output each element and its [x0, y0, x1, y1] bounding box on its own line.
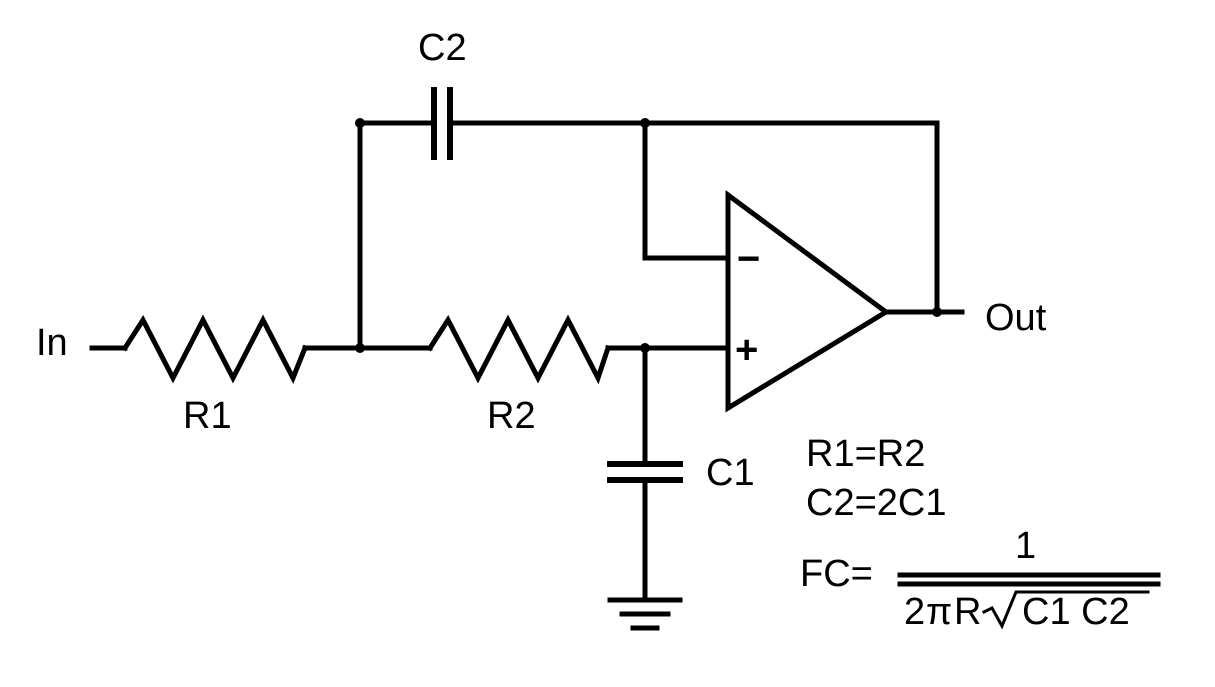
equation-c2-c1: C2=2C1 [806, 482, 946, 524]
label-c1: C1 [706, 452, 755, 494]
sqrt-icon [981, 590, 1150, 630]
opamp-minus-sign: − [737, 237, 760, 281]
fc-pi: π [926, 591, 952, 633]
junction-node [932, 307, 942, 317]
opamp-triangle [725, 190, 891, 413]
fc-label: FC= [800, 553, 873, 595]
junction-node [640, 118, 650, 128]
opamp-plus-sign: + [735, 328, 758, 372]
fc-radicand: C1 C2 [1022, 591, 1130, 633]
junction-node [355, 118, 365, 128]
label-r2: R2 [487, 395, 536, 437]
junction-node [355, 343, 365, 353]
label-r1: R1 [183, 395, 232, 437]
fc-numerator: 1 [1015, 525, 1036, 567]
label-in: In [36, 322, 68, 364]
label-c2: C2 [418, 27, 467, 69]
label-out: Out [985, 297, 1047, 339]
fc-denominator-two: 2 [904, 591, 925, 633]
resistor-r1 [121, 314, 309, 385]
equation-r1-r2: R1=R2 [806, 433, 925, 475]
ground-icon [607, 597, 683, 631]
junction-node [640, 343, 650, 353]
resistor-r2 [426, 314, 612, 385]
fc-r: R [954, 591, 981, 633]
